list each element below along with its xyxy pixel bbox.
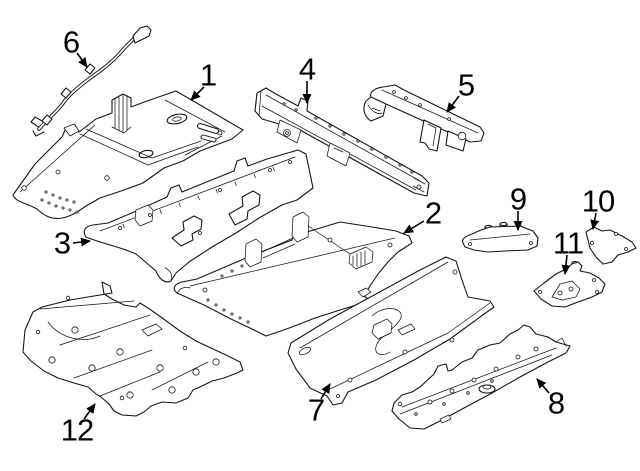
part-drawing-4[interactable] [254, 87, 430, 197]
callout-12[interactable]: 12 [60, 412, 94, 448]
leader-arrow-7 [320, 383, 331, 400]
part-drawing-5[interactable] [363, 84, 485, 152]
part-drawing-10[interactable] [585, 226, 637, 265]
leader-arrow-1 [190, 86, 205, 101]
callout-2[interactable]: 2 [424, 195, 442, 231]
part-drawing-1[interactable] [12, 90, 244, 219]
part-drawing-8[interactable] [391, 324, 571, 430]
callout-1[interactable]: 1 [199, 57, 217, 93]
leader-arrow-3 [72, 237, 91, 247]
leader-arrow-6 [76, 52, 88, 68]
part-drawing-9[interactable] [462, 221, 539, 253]
callout-6[interactable]: 6 [62, 24, 80, 60]
part-drawing-3[interactable] [83, 149, 314, 283]
callout-11[interactable]: 11 [552, 225, 584, 261]
callout-9[interactable]: 9 [509, 181, 527, 217]
callout-8[interactable]: 8 [547, 385, 565, 421]
leader-arrow-11 [561, 254, 571, 275]
callout-10[interactable]: 10 [581, 183, 615, 219]
callout-7[interactable]: 7 [307, 392, 325, 428]
leader-arrow-12 [83, 403, 96, 420]
leader-arrows [72, 52, 600, 420]
part-drawing-6[interactable] [30, 25, 152, 137]
callout-3[interactable]: 3 [53, 225, 71, 261]
callout-4[interactable]: 4 [298, 51, 316, 87]
callout-5[interactable]: 5 [457, 67, 475, 103]
leader-arrow-2 [403, 220, 425, 234]
leader-arrow-10 [590, 212, 600, 230]
leader-arrow-8 [536, 378, 550, 394]
part-drawing-12[interactable] [22, 281, 244, 417]
part-drawing-11[interactable] [533, 261, 606, 308]
leader-arrow-5 [446, 95, 460, 113]
part-drawing-7[interactable] [287, 256, 495, 406]
part-drawing-2[interactable] [173, 211, 413, 337]
